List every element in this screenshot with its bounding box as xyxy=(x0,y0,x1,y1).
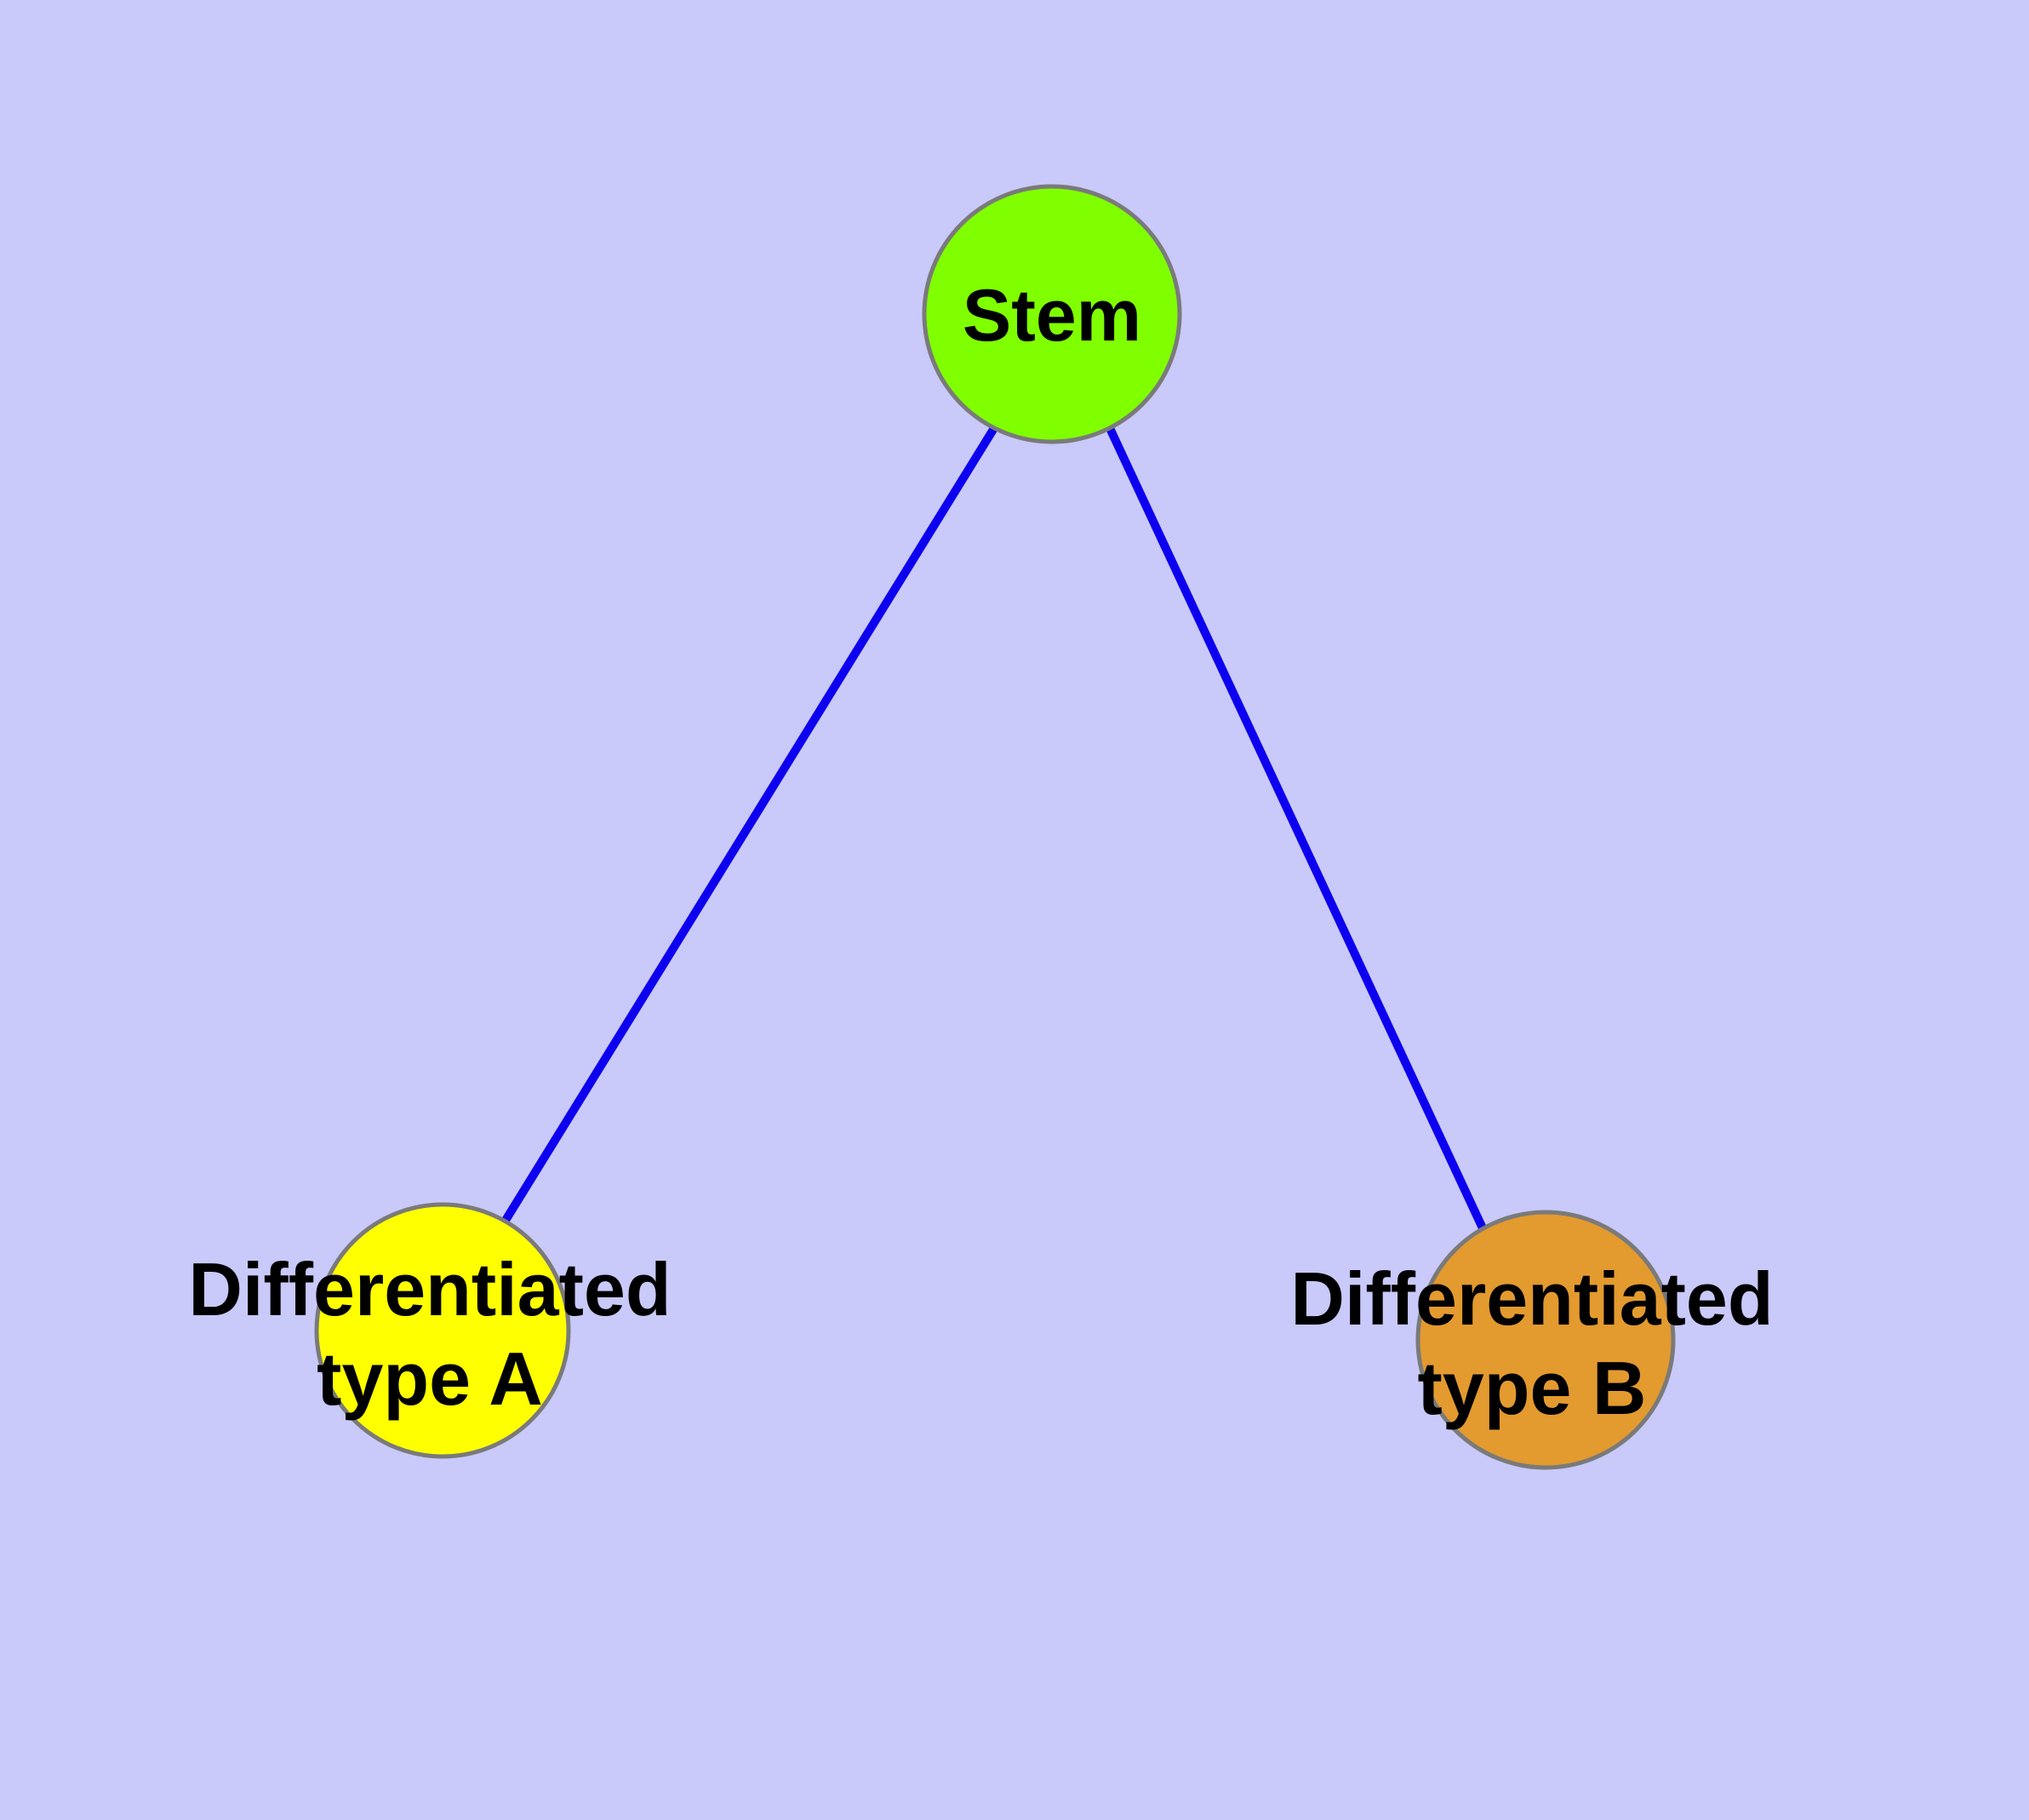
differentiated-type-a-node-circle[interactable] xyxy=(314,1202,571,1459)
differentiated-type-a-label-line2: type A xyxy=(317,1336,543,1421)
node-differentiated-type-b[interactable]: Differentiated type B xyxy=(1290,1210,1774,1470)
differentiated-type-b-label-line2: type B xyxy=(1418,1346,1647,1430)
edge-stem-to-differentiated-type-b[interactable] xyxy=(1106,426,1489,1234)
stem-node-label: Stem xyxy=(963,275,1141,357)
differentiated-type-b-label-line1: Differentiated xyxy=(1290,1256,1773,1341)
node-stem[interactable]: Stem xyxy=(922,184,1182,444)
edges-layer xyxy=(498,426,1489,1234)
stem-node-circle[interactable] xyxy=(922,184,1182,444)
edge-stem-to-differentiated-type-a[interactable] xyxy=(498,426,998,1228)
differentiated-type-a-label-line1: Differentiated xyxy=(188,1247,671,1331)
node-differentiated-type-a[interactable]: Differentiated type A xyxy=(188,1202,672,1459)
differentiated-type-b-node-circle[interactable] xyxy=(1415,1210,1676,1470)
